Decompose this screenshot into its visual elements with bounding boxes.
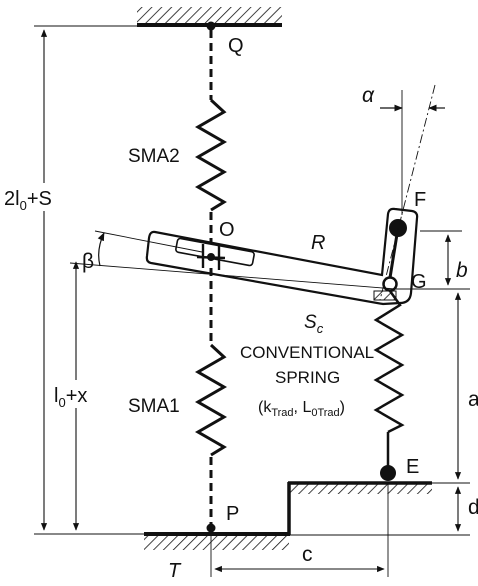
lever-arm (145, 207, 419, 306)
label-g: G (411, 271, 427, 293)
label-c: c (302, 543, 313, 566)
joint-p (206, 523, 216, 533)
joint-o (207, 253, 215, 261)
bottom-support (144, 532, 290, 550)
sma2-wire (194, 30, 228, 244)
hinge-g (382, 276, 398, 292)
joint-e (380, 465, 396, 481)
spring-title-line2: SPRING (275, 368, 340, 387)
label-o: O (219, 219, 235, 241)
label-b: b (456, 259, 468, 282)
label-r: R (311, 232, 325, 254)
label-sma2: SMA2 (128, 146, 180, 167)
label-q: Q (228, 35, 244, 57)
label-dim-lower: l0+x (54, 385, 87, 410)
arc-beta (97, 232, 105, 267)
link-fg (387, 227, 400, 285)
pulley-f (389, 219, 407, 237)
label-alpha: α (362, 84, 375, 107)
label-beta: β (82, 250, 94, 273)
label-p: P (226, 503, 239, 525)
label-a: a (468, 388, 478, 411)
conventional-spring (373, 290, 405, 467)
label-e: E (406, 456, 419, 478)
label-dim-total: 2l0+S (4, 188, 52, 213)
hinge-g-base (373, 290, 397, 301)
sma1-wire (194, 268, 228, 524)
label-t: T (168, 560, 182, 582)
label-f: F (414, 189, 426, 211)
label-sc: Sc (304, 312, 324, 336)
stepped-base (287, 481, 432, 535)
spring-title-line1: CONVENTIONAL (240, 343, 374, 362)
reference-lines (34, 25, 470, 577)
spring-params: (kTrad, L0Trad) (258, 399, 345, 419)
label-d: d (468, 496, 478, 519)
label-sma1: SMA1 (128, 396, 180, 417)
